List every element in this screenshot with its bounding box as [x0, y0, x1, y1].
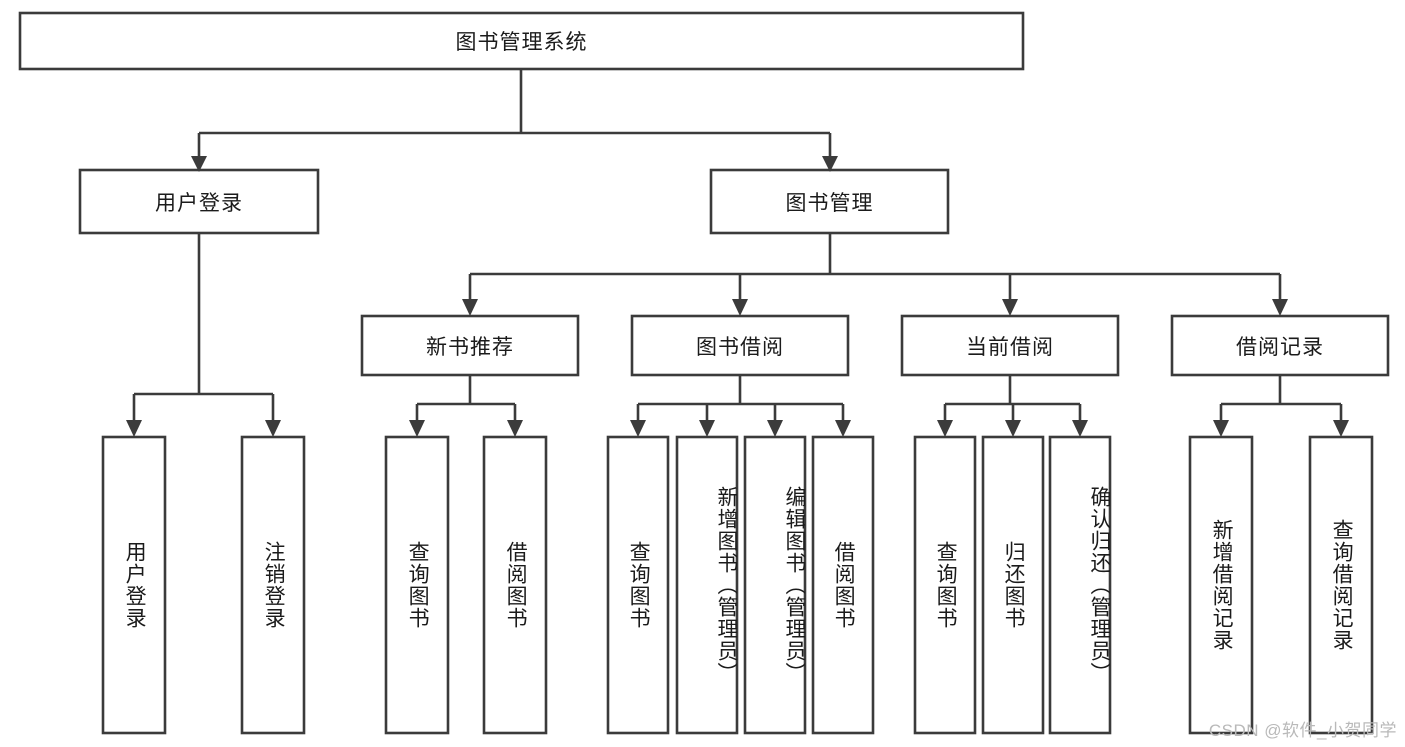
node-user-login-box[interactable]	[78, 168, 320, 235]
arrow-to-leaf-query-book-1	[409, 420, 425, 437]
leaf-box-query-book-1[interactable]	[384, 435, 450, 735]
arrow-to-leaf-borrow-book-2	[835, 420, 851, 437]
leaf-box-add-book-admin[interactable]	[675, 435, 739, 735]
node-new-book-recommend-box[interactable]	[360, 314, 580, 377]
leaf-box-return-book[interactable]	[981, 435, 1045, 735]
leaf-box-confirm-return-admin[interactable]	[1048, 435, 1112, 735]
leaf-box-user-login[interactable]	[101, 435, 167, 735]
arrow-to-current-borrow	[1002, 299, 1018, 316]
arrow-to-new-book-recommend	[462, 299, 478, 316]
edge-user-login-to-leaves	[132, 233, 275, 422]
edge-book-management-to-level3	[468, 233, 1282, 301]
arrow-to-leaf-return-book	[1005, 420, 1021, 437]
node-borrow-record-box[interactable]	[1170, 314, 1390, 377]
arrow-to-leaf-query-borrow-record	[1333, 420, 1349, 437]
node-book-management-box[interactable]	[709, 168, 950, 235]
arrow-to-leaf-confirm-return-admin	[1072, 420, 1088, 437]
arrow-to-leaf-query-book-3	[937, 420, 953, 437]
arrow-to-leaf-logout	[265, 420, 281, 437]
edge-root-to-level2	[197, 69, 832, 158]
arrow-to-leaf-edit-book-admin	[767, 420, 783, 437]
arrow-to-book-borrow	[732, 299, 748, 316]
node-current-borrow-box[interactable]	[900, 314, 1120, 377]
arrow-to-leaf-add-borrow-record	[1213, 420, 1229, 437]
leaf-box-query-borrow-record[interactable]	[1308, 435, 1374, 735]
node-book-borrow-box[interactable]	[630, 314, 850, 377]
arrow-to-leaf-borrow-book-1	[507, 420, 523, 437]
leaf-box-borrow-book-2[interactable]	[811, 435, 875, 735]
arrow-to-leaf-query-book-2	[630, 420, 646, 437]
arrow-to-borrow-record	[1272, 299, 1288, 316]
arrow-to-user-login	[191, 156, 207, 172]
arrow-to-leaf-user-login	[126, 420, 142, 437]
edge-current-borrow-to-leaves	[943, 375, 1082, 422]
leaf-box-query-book-2[interactable]	[606, 435, 670, 735]
arrow-to-book-management	[822, 156, 838, 172]
edge-new-book-recommend-to-leaves	[415, 375, 517, 422]
edge-borrow-record-to-leaves	[1219, 375, 1343, 422]
leaf-box-edit-book-admin[interactable]	[743, 435, 807, 735]
edge-book-borrow-to-leaves	[636, 375, 845, 422]
node-root-box[interactable]	[18, 11, 1025, 71]
leaf-box-query-book-3[interactable]	[913, 435, 977, 735]
leaf-box-add-borrow-record[interactable]	[1188, 435, 1254, 735]
leaf-box-borrow-book-1[interactable]	[482, 435, 548, 735]
leaf-box-logout[interactable]	[240, 435, 306, 735]
arrow-to-leaf-add-book-admin	[699, 420, 715, 437]
